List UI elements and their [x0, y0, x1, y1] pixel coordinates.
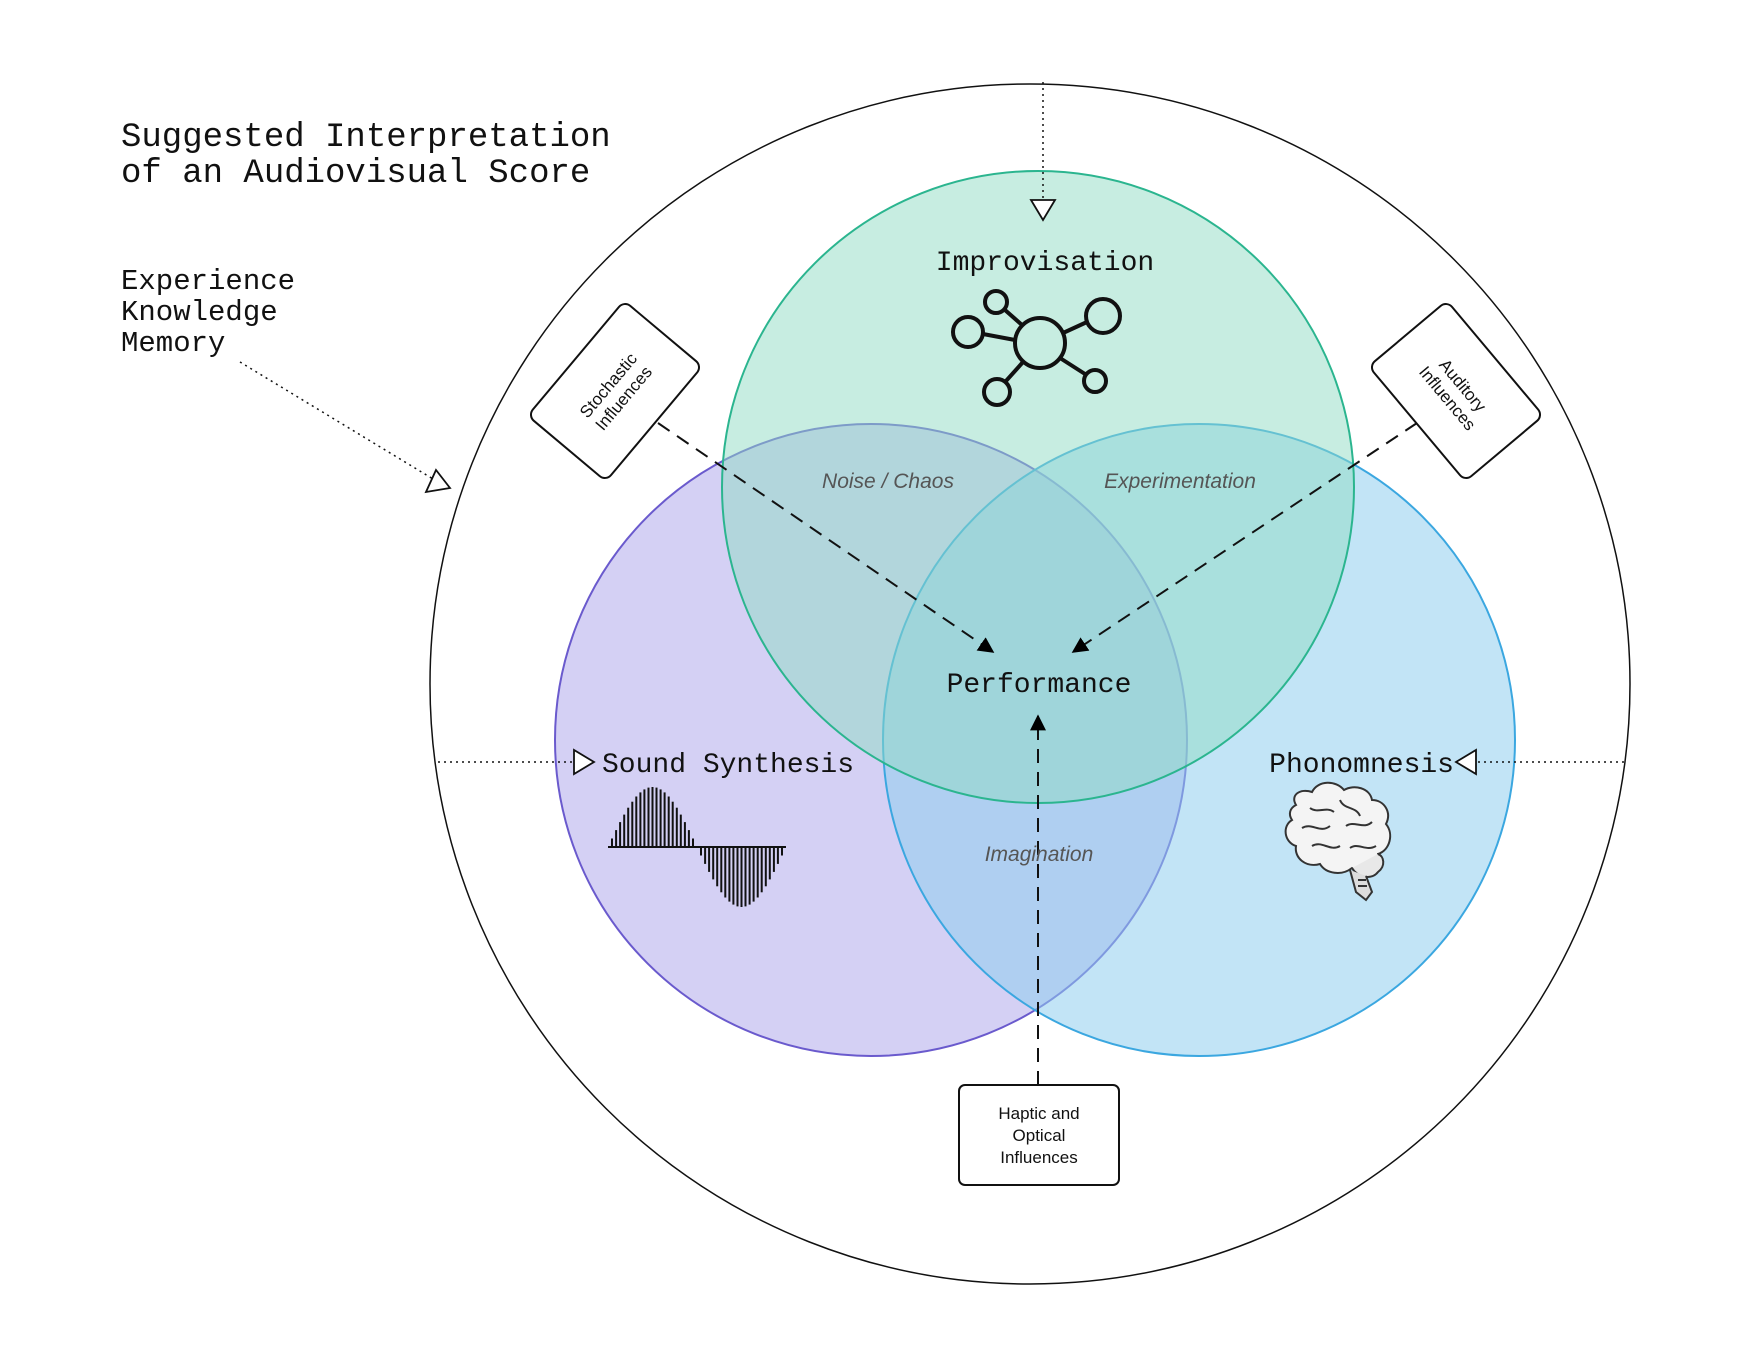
title-line1: Suggested Interpretation — [121, 119, 611, 157]
imagination-label: Imagination — [985, 843, 1094, 866]
auditory-influences-box: Auditory Influences — [1370, 303, 1542, 479]
improvisation-label: Improvisation — [936, 248, 1154, 279]
title-line2: of an Audiovisual Score — [121, 155, 590, 193]
sound-synthesis-label: Sound Synthesis — [602, 750, 854, 781]
noise-chaos-label: Noise / Chaos — [822, 470, 954, 493]
haptic-line1: Haptic and — [998, 1104, 1079, 1123]
haptic-optical-influences-box: Haptic and Optical Influences — [958, 1084, 1120, 1186]
outer-circle — [429, 83, 1631, 1285]
haptic-line2: Optical — [1013, 1126, 1066, 1145]
sound-synthesis-arrowhead — [573, 748, 596, 776]
phonomnesis-label: Phonomnesis — [1269, 750, 1454, 781]
outer-label-experience: Experience — [121, 265, 295, 298]
brain-icon — [1284, 781, 1392, 902]
network-icon — [951, 289, 1122, 407]
outer-label-pointer — [239, 361, 439, 483]
haptic-line3: Influences — [1000, 1148, 1078, 1167]
waveform-icon — [608, 787, 786, 907]
improvisation-arrowhead — [1029, 199, 1057, 222]
stochastic-influences-box: Stochastic Influences — [529, 303, 701, 479]
outer-label-arrowhead — [424, 468, 452, 494]
outer-label-knowledge: Knowledge — [121, 296, 278, 329]
experimentation-label: Experimentation — [1104, 470, 1256, 493]
outer-label-memory: Memory — [121, 327, 225, 360]
performance-label: Performance — [947, 670, 1132, 701]
phonomnesis-arrowhead — [1454, 748, 1477, 776]
